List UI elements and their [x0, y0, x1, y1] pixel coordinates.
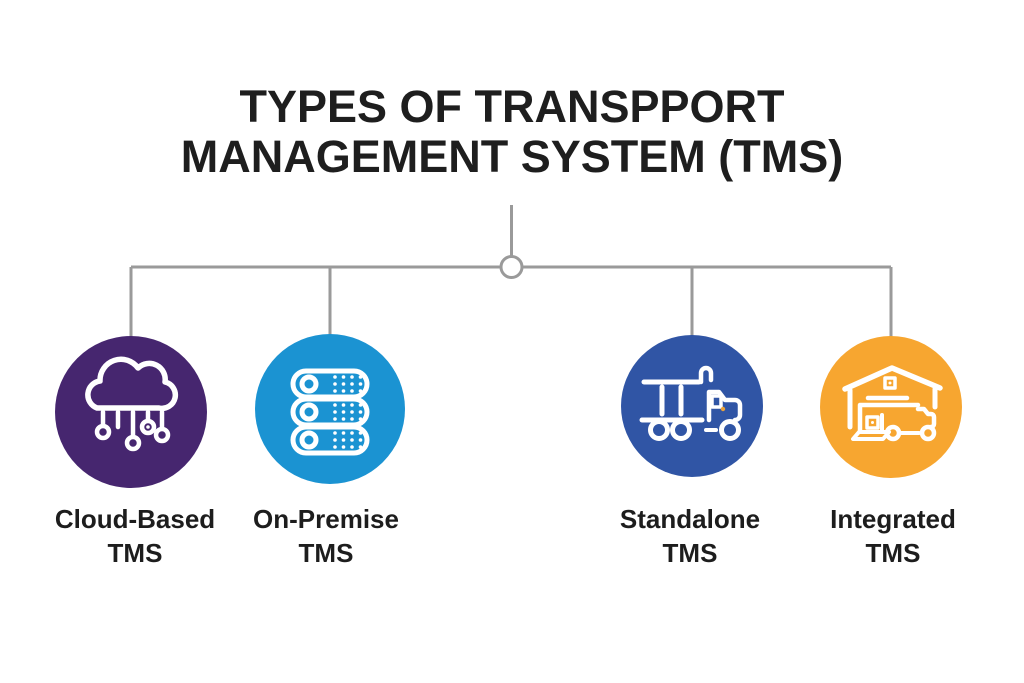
- cloud-network-icon: [85, 356, 179, 452]
- node-label-line-1: Cloud-Based: [54, 504, 216, 534]
- node-label-line-2: TMS: [865, 538, 921, 568]
- page-title: TYPES OF TRANSPPORT MANAGEMENT SYSTEM (T…: [0, 82, 1024, 182]
- node-label-line-1: Standalone: [619, 504, 761, 534]
- truck-door-dot: [720, 406, 726, 412]
- server-led-dots: [333, 375, 363, 449]
- title-line-2: MANAGEMENT SYSTEM (TMS): [180, 131, 844, 182]
- node-label-integrated: Integrated TMS: [793, 502, 993, 570]
- connector-junction-dot: [499, 255, 524, 279]
- node-circle: [621, 335, 763, 477]
- node-label-line-2: TMS: [107, 538, 163, 568]
- warehouse-roof: [842, 365, 943, 392]
- warehouse-detail-dots: [871, 381, 892, 424]
- node-circle: [255, 334, 405, 484]
- node-integrated: [820, 336, 962, 478]
- warehouse-truck-icon: [842, 365, 943, 442]
- node-label-line-1: Integrated: [830, 504, 956, 534]
- pallet-ramp: [851, 430, 891, 441]
- server-units: [290, 368, 370, 456]
- node-label-line-2: TMS: [662, 538, 718, 568]
- warehouse-vent: [883, 376, 897, 390]
- cloud-drop-lines: [94, 409, 171, 452]
- server-stack-icon: [290, 368, 370, 456]
- warehouse-door: [857, 402, 921, 433]
- node-standalone: [621, 335, 763, 477]
- node-label-on-premise: On-Premise TMS: [226, 502, 426, 570]
- truck-cab: [706, 389, 743, 423]
- node-label-cloud-based: Cloud-Based TMS: [35, 502, 235, 570]
- pallet-box: [865, 415, 880, 430]
- node-cloud-based: [55, 336, 207, 488]
- semi-truck-icon: [639, 365, 743, 441]
- cloud-outline: [85, 356, 179, 412]
- connector-tree: [129, 205, 893, 340]
- node-label-line-2: TMS: [298, 538, 354, 568]
- truck-cab-window: [710, 394, 723, 409]
- node-label-line-1: On-Premise: [253, 504, 399, 534]
- title-line-1: TYPES OF TRANSPPORT: [239, 81, 785, 132]
- truck-trailer: [639, 379, 741, 441]
- node-on-premise: [255, 334, 405, 484]
- truck-exhaust: [698, 365, 714, 385]
- dock-truck-wheel-front: [919, 424, 937, 442]
- cloud-node-dot: [146, 425, 150, 429]
- node-label-standalone: Standalone TMS: [590, 502, 790, 570]
